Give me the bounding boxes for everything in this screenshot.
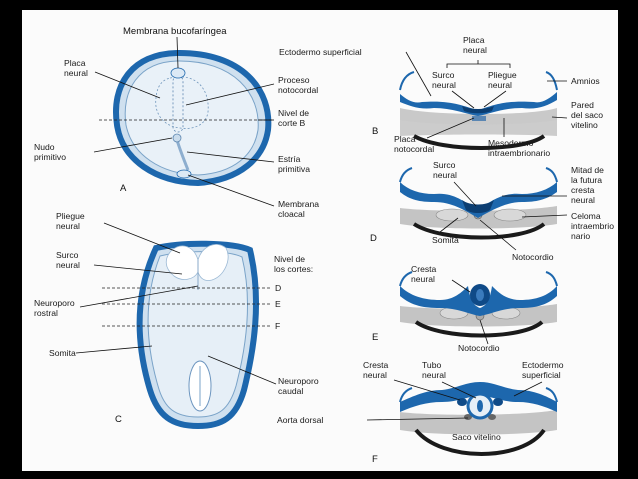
label-mitad-3: cresta: [571, 185, 595, 195]
figure-f: Cresta neural Tubo neural Ectodermo supe…: [277, 360, 564, 465]
label-tubo-1: Tubo: [422, 360, 441, 370]
label-celoma-2: intraembrio: [571, 221, 614, 231]
label-ectodermo-f-1: Ectodermo: [522, 360, 564, 370]
label-saco-vitelino: Saco vitelino: [452, 432, 501, 442]
label-surco-c-2: neural: [56, 260, 80, 270]
label-placa-notocordal-2: notocordal: [394, 144, 434, 154]
letter-f: F: [372, 454, 378, 465]
label-membrana-cloacal-1: Membrana: [278, 199, 319, 209]
figure-a: Membrana bucofaríngea Placa neural Proce…: [34, 26, 319, 219]
label-amnios: Amnios: [571, 76, 600, 86]
ectodermo-e: [400, 286, 557, 316]
figure-c: Pliegue neural Surco neural Nivel de los…: [34, 211, 319, 430]
label-nivel-cortes-1: Nivel de: [274, 254, 305, 264]
embryo-neurulation-diagram: Membrana bucofaríngea Placa neural Proce…: [34, 26, 614, 465]
label-nivel-corte-1: Nivel de: [278, 108, 309, 118]
label-pliegue-c-2: neural: [56, 221, 80, 231]
figure-e: Cresta neural Notocordio E: [372, 264, 558, 353]
label-membrana-bucofaringea: Membrana bucofaríngea: [123, 26, 227, 37]
label-pared-1: Pared: [571, 100, 594, 110]
figure-b: Ectodermo superficial Placa neural Surco…: [279, 35, 603, 158]
label-placa-neural-a-1: Placa: [64, 58, 86, 68]
label-mitad-1: Mitad de: [571, 165, 604, 175]
figure-d: Surco neural Mitad de la futura cresta n…: [370, 160, 614, 262]
label-neuroporo-rostral-1: Neuroporo: [34, 298, 75, 308]
label-celoma-3: nario: [571, 231, 590, 241]
label-nivel-corte-2: corte B: [278, 118, 305, 128]
placa-neural-a: [155, 76, 209, 129]
label-pliegue-c-1: Pliegue: [56, 211, 85, 221]
label-pliegue-b-2: neural: [488, 80, 512, 90]
label-cut-d: D: [275, 283, 281, 293]
label-ectodermo-superficial-b: Ectodermo superficial: [279, 47, 362, 57]
label-somita-c: Somita: [49, 348, 76, 358]
letter-b: B: [372, 126, 378, 137]
label-cut-e: E: [275, 299, 281, 309]
label-surco-b-1: Surco: [432, 70, 455, 80]
label-aorta-dorsal: Aorta dorsal: [277, 415, 323, 425]
label-notocordio-d: Notocordio: [512, 252, 554, 262]
label-cresta-f-2: neural: [363, 370, 387, 380]
label-placa-neural-a-2: neural: [64, 68, 88, 78]
label-tubo-2: neural: [422, 370, 446, 380]
label-nivel-cortes-2: los cortes:: [274, 264, 313, 274]
letter-c: C: [115, 414, 122, 425]
ectodermo-f: [400, 382, 557, 412]
label-neuroporo-caudal-1: Neuroporo: [278, 376, 319, 386]
label-neuroporo-caudal-2: caudal: [278, 386, 303, 396]
label-somita-d: Somita: [432, 235, 459, 245]
label-proceso-1: Proceso: [278, 75, 310, 85]
letter-e: E: [372, 332, 378, 343]
label-pared-3: vitelino: [571, 120, 598, 130]
label-placa-neural-b-1: Placa: [463, 35, 485, 45]
label-cresta-e-1: Cresta: [411, 264, 437, 274]
label-proceso-2: notocordal: [278, 85, 318, 95]
label-pared-2: del saco: [571, 110, 603, 120]
label-surco-c-1: Surco: [56, 250, 79, 260]
label-pliegue-b-1: Pliegue: [488, 70, 517, 80]
label-mitad-2: la futura: [571, 175, 602, 185]
label-nudo-1: Nudo: [34, 142, 55, 152]
label-estria-1: Estría: [278, 154, 301, 164]
letter-d: D: [370, 233, 377, 244]
label-cresta-f-1: Cresta: [363, 360, 389, 370]
label-cut-f: F: [275, 321, 280, 331]
label-nudo-2: primitivo: [34, 152, 66, 162]
label-surco-b-2: neural: [432, 80, 456, 90]
letter-a: A: [120, 183, 127, 194]
label-placa-neural-b-2: neural: [463, 45, 487, 55]
label-mesodermo-2: intraembrionario: [488, 148, 550, 158]
label-surco-d-1: Surco: [433, 160, 456, 170]
label-estria-2: primitiva: [278, 164, 310, 174]
label-celoma-1: Celoma: [571, 211, 601, 221]
label-placa-notocordal-1: Placa: [394, 134, 416, 144]
label-neuroporo-rostral-2: rostral: [34, 308, 58, 318]
label-mitad-4: neural: [571, 195, 595, 205]
label-mesodermo-1: Mesodermo: [488, 138, 534, 148]
label-surco-d-2: neural: [433, 170, 457, 180]
label-notocordio-e: Notocordio: [458, 343, 500, 353]
label-ectodermo-f-2: superficial: [522, 370, 561, 380]
label-membrana-cloacal-2: cloacal: [278, 209, 305, 219]
label-cresta-e-2: neural: [411, 274, 435, 284]
slide-canvas: Membrana bucofaríngea Placa neural Proce…: [22, 10, 618, 471]
